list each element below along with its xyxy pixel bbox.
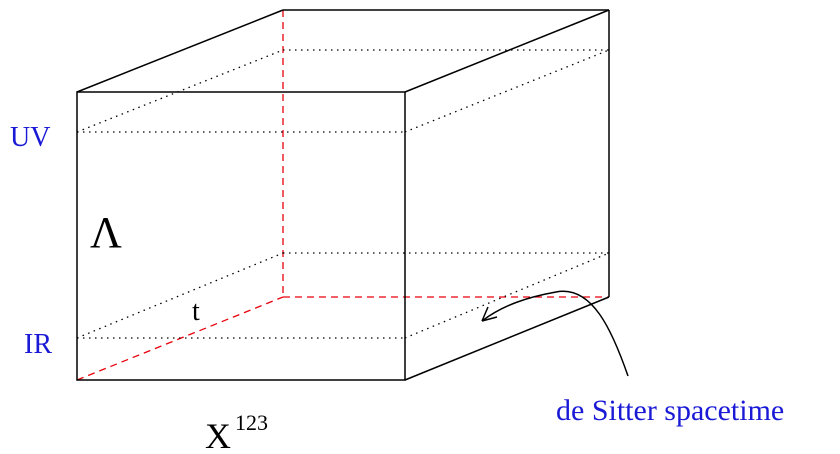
uv-slice bbox=[76, 49, 610, 133]
lambda-label: Λ bbox=[90, 208, 122, 257]
ir-left-diagonal bbox=[76, 252, 284, 339]
uv-label: UV bbox=[10, 122, 50, 153]
time-axis-label: t bbox=[192, 296, 200, 327]
pointer-curve bbox=[481, 290, 629, 377]
arrow-head-icon bbox=[481, 306, 498, 322]
top-left-edge bbox=[76, 9, 284, 93]
de-sitter-pointer bbox=[481, 290, 629, 377]
box-edges bbox=[76, 9, 610, 381]
de-sitter-label: de Sitter spacetime bbox=[556, 394, 784, 427]
ir-slice bbox=[76, 252, 610, 339]
ir-label: IR bbox=[24, 329, 52, 360]
space-base: X bbox=[205, 416, 231, 454]
uv-right-diagonal bbox=[404, 49, 610, 133]
space-coordinate-label: X 123 bbox=[205, 410, 268, 454]
front-face bbox=[76, 91, 406, 381]
uv-left-diagonal bbox=[76, 49, 284, 133]
hidden-axes bbox=[76, 10, 609, 381]
ir-right-diagonal bbox=[404, 252, 610, 339]
top-right-edge bbox=[404, 9, 610, 93]
space-exponent: 123 bbox=[235, 410, 268, 435]
bottom-right-edge bbox=[404, 296, 610, 381]
